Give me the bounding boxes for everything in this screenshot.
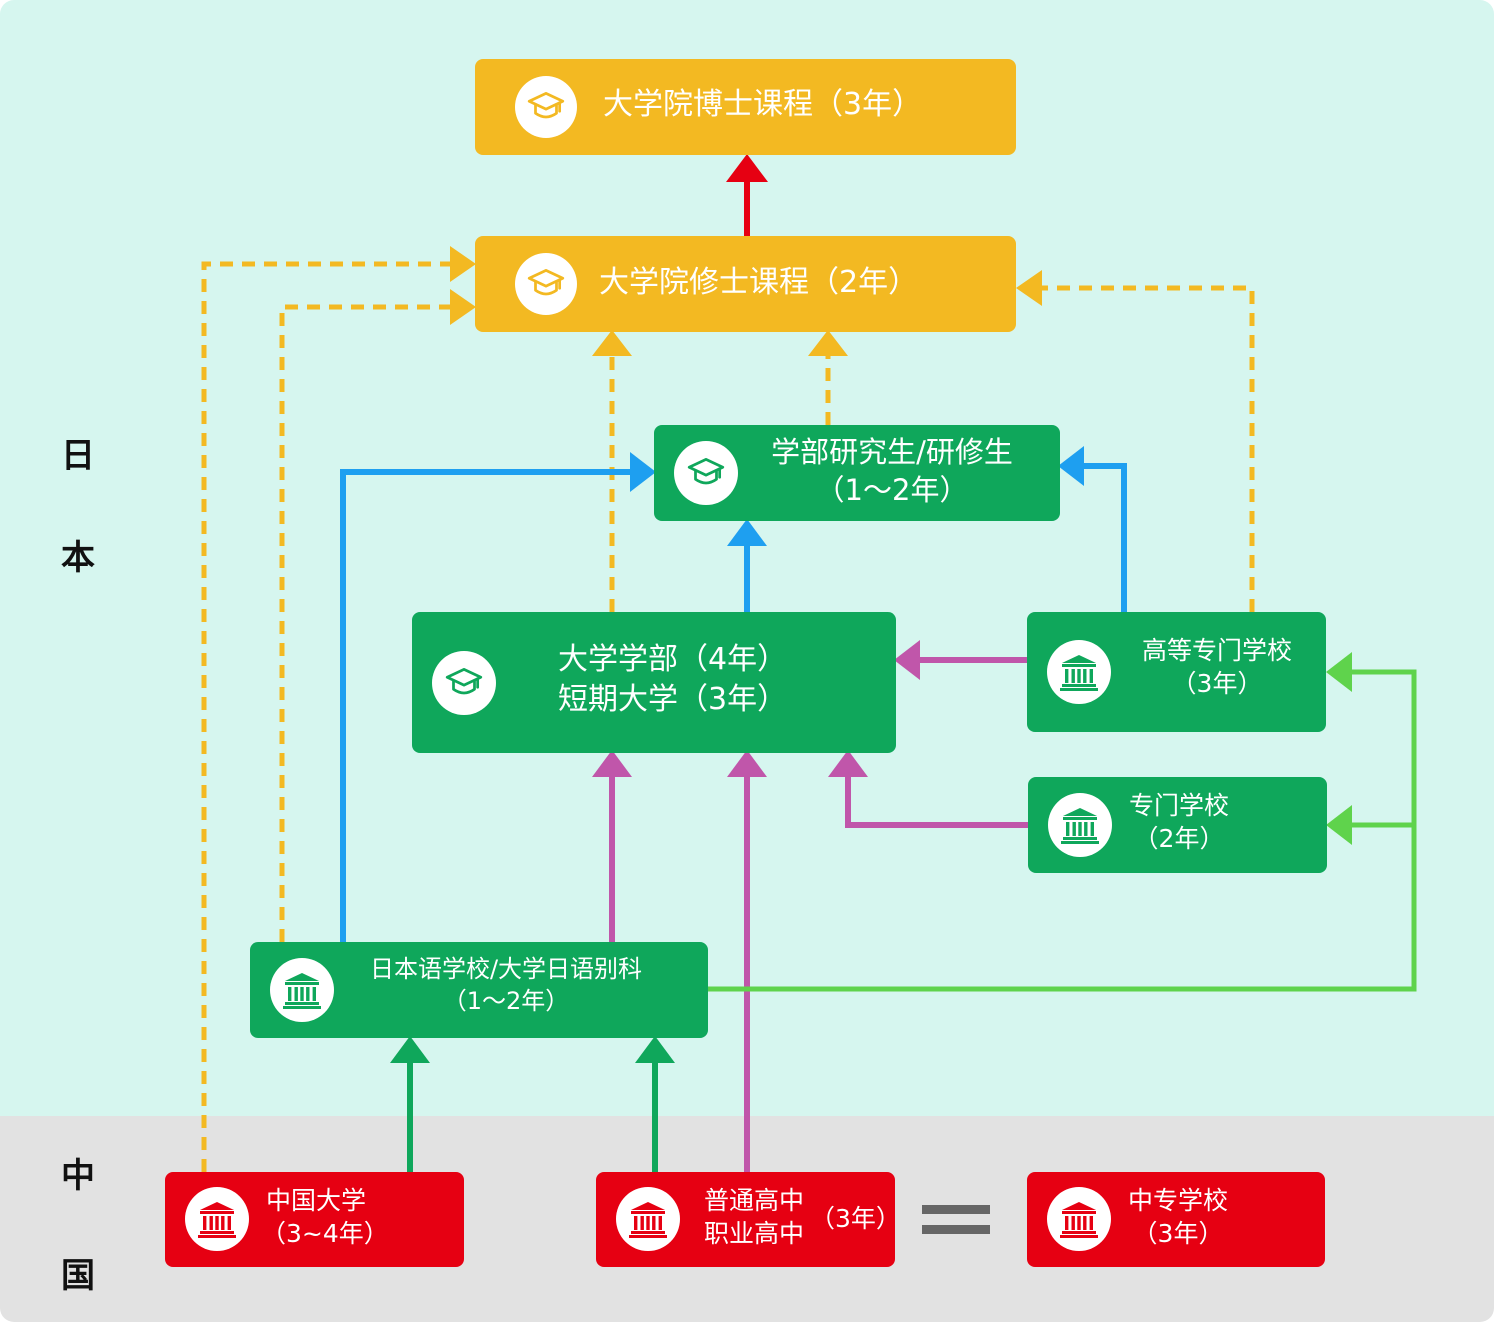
dashed-cn-university-to-master: [201, 261, 450, 1172]
institution-icon: [270, 958, 334, 1022]
japan-label-2: 本: [61, 538, 95, 578]
node-doctor: 大学院博士课程（3年）: [475, 59, 1016, 155]
china-label-1: 中: [61, 1156, 95, 1196]
dashed-connectors: [201, 261, 1255, 1172]
institution-icon: [1047, 1187, 1111, 1251]
node-university: 大学学部（4年） 短期大学（3年）: [412, 612, 896, 753]
arrow-language-to-research-line: [340, 469, 630, 942]
college-tech-line-2: （3年）: [1171, 669, 1263, 698]
china-label-2: 国: [61, 1256, 95, 1296]
cn-university-line-2: （3~4年）: [261, 1219, 389, 1248]
arrowhead-pink-2: [592, 750, 632, 777]
institution-icon: [1048, 793, 1112, 857]
arrowhead-dashed-5: [1016, 270, 1042, 306]
arrowhead-dashed-1: [450, 246, 476, 282]
cn-university-line-1: 中国大学: [265, 1186, 366, 1215]
arrowhead-dashed-3: [592, 330, 632, 356]
node-china-secondary-vocational: 中专学校 （3年）: [1027, 1172, 1325, 1267]
arrowhead-blue-3: [1058, 446, 1084, 486]
arrowhead-dashed-4: [808, 330, 848, 356]
vocational-line-2: （2年）: [1133, 824, 1225, 853]
arrow-college-tech-to-research-line: [1082, 463, 1127, 612]
arrow-vocational-to-university-line: [845, 777, 1028, 828]
graduation-cap-icon: [515, 76, 577, 138]
dashed-college-tech-to-master: [1042, 285, 1255, 612]
cn-highschool-duration: （3年）: [810, 1204, 901, 1233]
arrowhead-dashed-2: [450, 289, 476, 325]
arrowhead-blue-2: [727, 519, 767, 546]
doctor-label: 大学院博士课程（3年）: [603, 87, 923, 122]
cn-secondary-line-2: （3年）: [1132, 1219, 1224, 1248]
university-line-1: 大学学部（4年）: [558, 642, 788, 677]
arrowhead-pink-3: [727, 750, 767, 777]
arrow-language-to-vocational-line: [707, 669, 1417, 992]
graduation-cap-icon: [515, 253, 577, 315]
institution-icon: [185, 1187, 249, 1251]
cn-secondary-line-1: 中专学校: [1127, 1186, 1228, 1215]
arrowhead-dark-green-2: [635, 1036, 675, 1063]
institution-icon: [616, 1187, 680, 1251]
node-language-school: 日本语学校/大学日语别科 （1～2年）: [250, 942, 708, 1038]
arrowhead-light-green-2: [1326, 805, 1352, 845]
vocational-line-1: 专门学校: [1128, 791, 1229, 820]
node-china-high-school: 普通高中 职业高中 （3年）: [596, 1172, 901, 1267]
research-line-1: 学部研究生/研修生: [771, 435, 1013, 469]
arrowhead-pink-4: [828, 750, 868, 777]
university-line-2: 短期大学（3年）: [558, 681, 788, 717]
node-vocational-school: 专门学校 （2年）: [1028, 777, 1327, 873]
cn-highschool-line-2: 职业高中: [703, 1219, 804, 1248]
arrowhead-light-green-1: [1326, 652, 1352, 692]
language-school-line-1: 日本语学校/大学日语别科: [369, 955, 643, 983]
node-college-of-technology: 高等专门学校 （3年）: [1027, 612, 1326, 732]
institution-icon: [1047, 640, 1111, 704]
node-research-student: 学部研究生/研修生 （1～2年）: [654, 425, 1060, 521]
japan-label-1: 日: [61, 436, 95, 476]
research-line-2: （1～2年）: [815, 473, 969, 508]
cn-highschool-line-1: 普通高中: [703, 1186, 804, 1215]
node-china-university: 中国大学 （3~4年）: [165, 1172, 464, 1267]
arrowhead-blue-1: [630, 452, 656, 492]
master-label: 大学院修士课程（2年）: [599, 265, 919, 300]
language-school-line-2: （1～2年）: [442, 986, 570, 1015]
node-master: 大学院修士课程（2年）: [475, 236, 1016, 332]
graduation-cap-icon: [674, 441, 738, 505]
graduation-cap-icon: [432, 651, 496, 715]
arrowhead-red: [726, 154, 768, 182]
equals-icon: [922, 1205, 990, 1234]
college-tech-line-1: 高等专门学校: [1141, 636, 1292, 665]
arrowhead-dark-green-1: [390, 1036, 430, 1063]
arrowhead-pink-1: [894, 640, 920, 680]
